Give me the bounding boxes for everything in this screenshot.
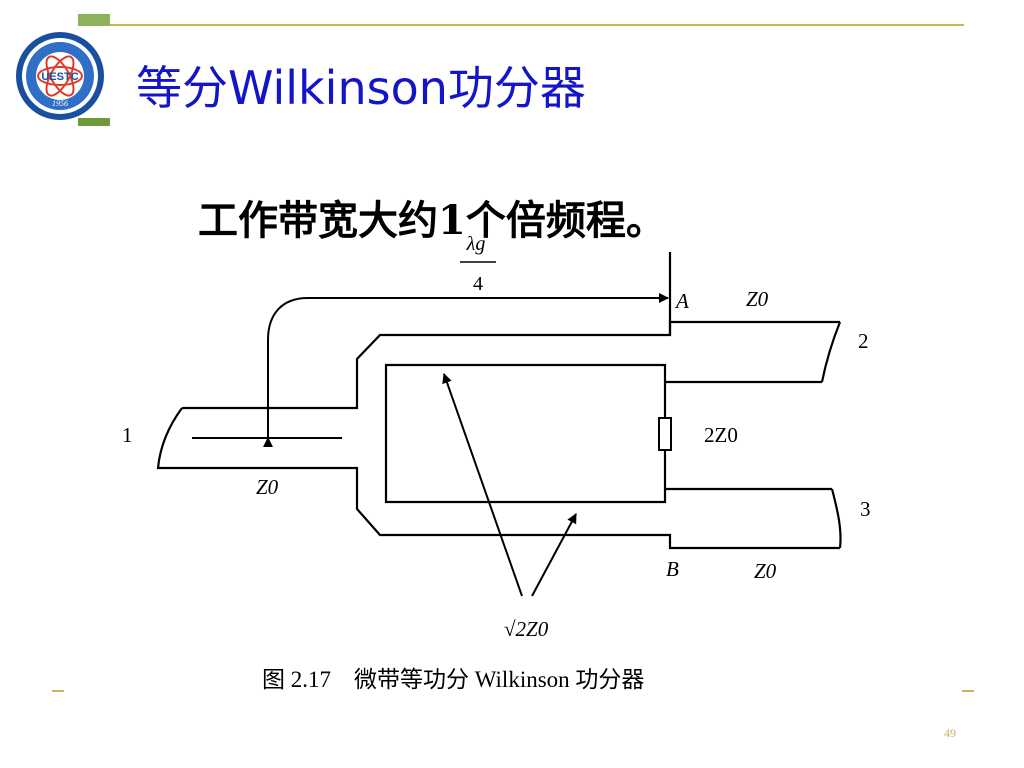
port2-label: 2 (858, 329, 869, 353)
branch-arrow-upper (442, 373, 523, 597)
z0-port3-label: Z0 (754, 559, 777, 583)
slide-title: 等分Wilkinson功分器 (136, 61, 586, 115)
port3-label: 3 (860, 497, 871, 521)
wilkinson-diagram: λg 4 A Z0 2 2Z0 1 Z0 3 B Z0 √2Z0 (122, 233, 871, 641)
isolation-resistor (658, 417, 672, 451)
branch-impedance-label: √2Z0 (504, 617, 549, 641)
node-a-label: A (674, 289, 689, 313)
figure-caption: 图 2.17 微带等功分 Wilkinson 功分器 (262, 667, 645, 692)
footer-mark-right (962, 690, 974, 692)
slide-subtitle: 工作带宽大约1个倍频程。 (198, 197, 666, 244)
z0-port2-label: Z0 (746, 287, 769, 311)
quarter-wave-arrow (263, 293, 669, 447)
uestc-logo: UESTC 1956 (16, 32, 104, 120)
z0-input-label: Z0 (256, 475, 279, 499)
microstrip-outline (156, 252, 842, 550)
quarter-wave-denominator: 4 (473, 273, 483, 295)
header-accent-bar-lower (78, 118, 110, 126)
logo-year: 1956 (52, 99, 68, 108)
top-rule (78, 24, 964, 26)
page-number: 49 (944, 726, 956, 740)
header-accent-bar (78, 14, 110, 26)
footer-mark-left (52, 690, 64, 692)
quarter-wave-numerator: λg (466, 233, 486, 255)
node-b-label: B (666, 557, 679, 581)
resistor-label: 2Z0 (704, 423, 738, 447)
logo-text: UESTC (41, 71, 78, 83)
port1-label: 1 (122, 423, 133, 447)
branch-arrow-lower (531, 513, 577, 597)
